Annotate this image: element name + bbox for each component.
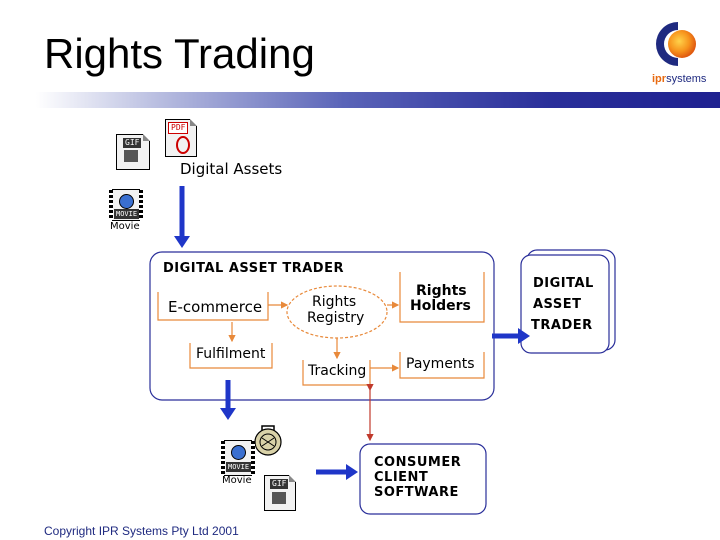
ecommerce-frame [157,292,269,321]
fulfilment-frame [189,343,273,369]
consumer-box [359,443,487,515]
trader-title: DIGITAL ASSET TRADER [163,261,344,276]
external-trader-line1: DIGITAL [533,276,594,291]
fulfilment-label: Fulfilment [196,346,266,362]
tracking-frame [302,360,371,386]
trader-box [149,251,495,401]
rights-registry-line1: Rights [312,294,357,310]
holders-frame [399,272,485,323]
slide-title: Rights Trading [44,30,315,77]
title-rule [36,92,720,108]
ecommerce-label: E-commerce [168,298,263,316]
external-trader-box [520,254,610,354]
movie-file-icon: MOVIE [109,189,143,221]
movie-label: Movie [110,221,140,232]
gif-file-icon: GIF [116,134,150,170]
rights-holders-line1: Rights [416,283,467,299]
logo-wordmark: iprsystems [652,73,707,85]
lock-icon [254,425,282,456]
payments-label: Payments [406,356,475,372]
consumer-line1: CONSUMER [374,455,462,470]
output-movie-label: Movie [222,475,252,486]
payments-frame [399,352,485,379]
external-trader-line3: TRADER [531,318,593,333]
consumer-line2: CLIENT [374,470,429,485]
copyright-footer: Copyright IPR Systems Pty Ltd 2001 [44,524,239,538]
tracking-label: Tracking [308,363,367,379]
rights-holders-line2: Holders [410,298,471,314]
output-movie-file-icon: MOVIE [221,440,255,476]
output-gif-file-icon: GIF [264,475,296,511]
rights-registry-line2: Registry [307,310,365,326]
digital-assets-label: Digital Assets [180,160,283,178]
ipr-logo-icon [656,22,696,66]
consumer-line3: SOFTWARE [374,485,459,500]
pdf-file-icon: PDF [165,119,197,157]
external-trader-line2: ASSET [533,297,582,312]
